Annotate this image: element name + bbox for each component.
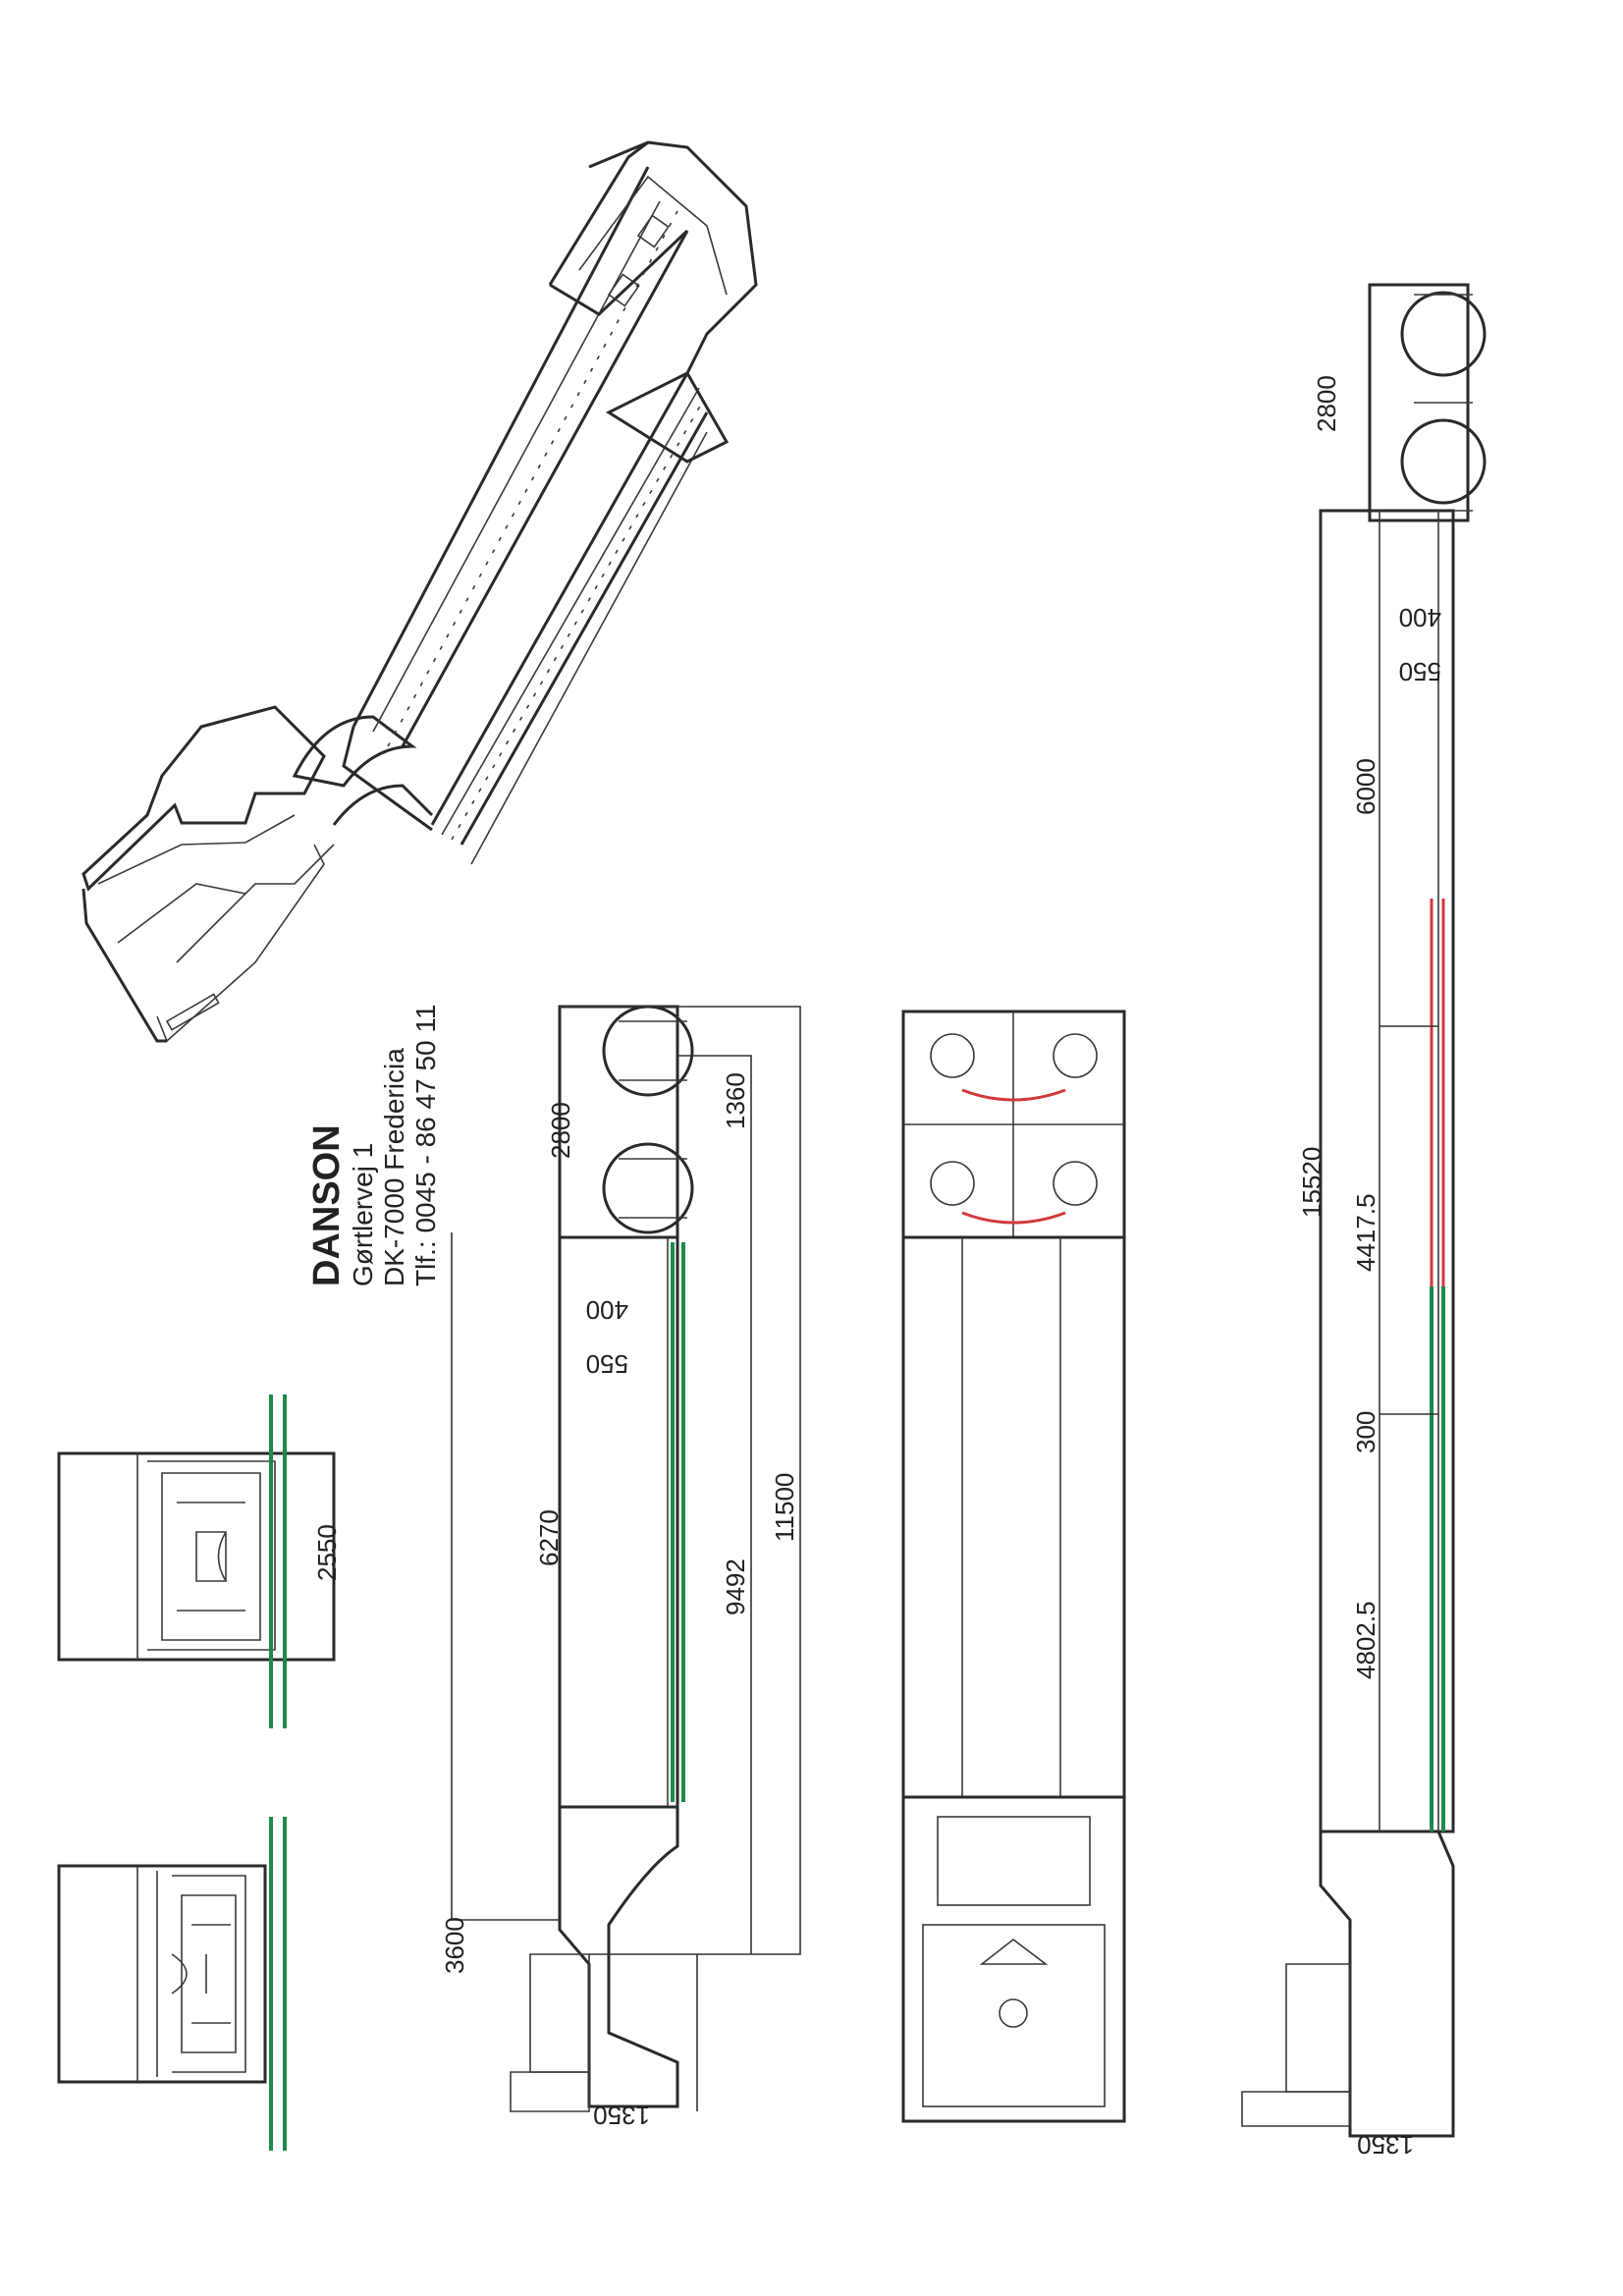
dim-right-step-a: 400 bbox=[1399, 603, 1441, 632]
dim-right-front: 1350 bbox=[1357, 2130, 1414, 2159]
dim-right-seg-a: 4802.5 bbox=[1351, 1601, 1380, 1679]
dim-rear-inner: 1360 bbox=[721, 1072, 750, 1129]
extension-markers-left bbox=[269, 1394, 287, 2151]
side-view-retracted: 3600 1350 6270 11500 9492 2800 1360 400 … bbox=[440, 1005, 801, 2130]
dim-deck-length: 6270 bbox=[534, 1509, 564, 1566]
dim-right-gap: 300 bbox=[1351, 1411, 1380, 1453]
company-name: DANSON bbox=[306, 1124, 348, 1286]
plan-view bbox=[901, 1010, 1126, 2123]
dim-front: 1350 bbox=[593, 2101, 650, 2130]
dim-step-a: 400 bbox=[586, 1295, 628, 1325]
dim-height: 3600 bbox=[440, 1917, 469, 1974]
dim-step-b: 550 bbox=[586, 1349, 628, 1379]
dim-rear: 2800 bbox=[546, 1102, 575, 1159]
isometric-trailer-view bbox=[81, 140, 758, 1043]
dim-width: 2550 bbox=[312, 1524, 342, 1581]
front-end-view bbox=[57, 1864, 267, 2084]
company-street: Gørtlervej 1 bbox=[348, 1143, 378, 1286]
side-view-extended: 1350 15520 4802.5 300 4417.5 6000 550 40… bbox=[1241, 283, 1487, 2159]
dim-right-total: 15520 bbox=[1297, 1147, 1326, 1218]
company-city: DK-7000 Fredericia bbox=[379, 1048, 409, 1286]
dim-right-seg-b: 4417.5 bbox=[1351, 1193, 1380, 1272]
company-info: DANSON Gørtlervej 1 DK-7000 Fredericia T… bbox=[306, 1005, 441, 1286]
dim-right-step-b: 550 bbox=[1399, 657, 1441, 686]
dim-overall: 11500 bbox=[770, 1473, 799, 1542]
dim-wheelbase: 9492 bbox=[721, 1558, 750, 1615]
dim-right-deck: 6000 bbox=[1351, 758, 1380, 815]
company-phone: Tlf.: 0045 - 86 47 50 11 bbox=[410, 1005, 441, 1286]
rear-end-view: 2550 bbox=[57, 1451, 342, 1662]
dim-right-rear: 2800 bbox=[1312, 375, 1341, 432]
